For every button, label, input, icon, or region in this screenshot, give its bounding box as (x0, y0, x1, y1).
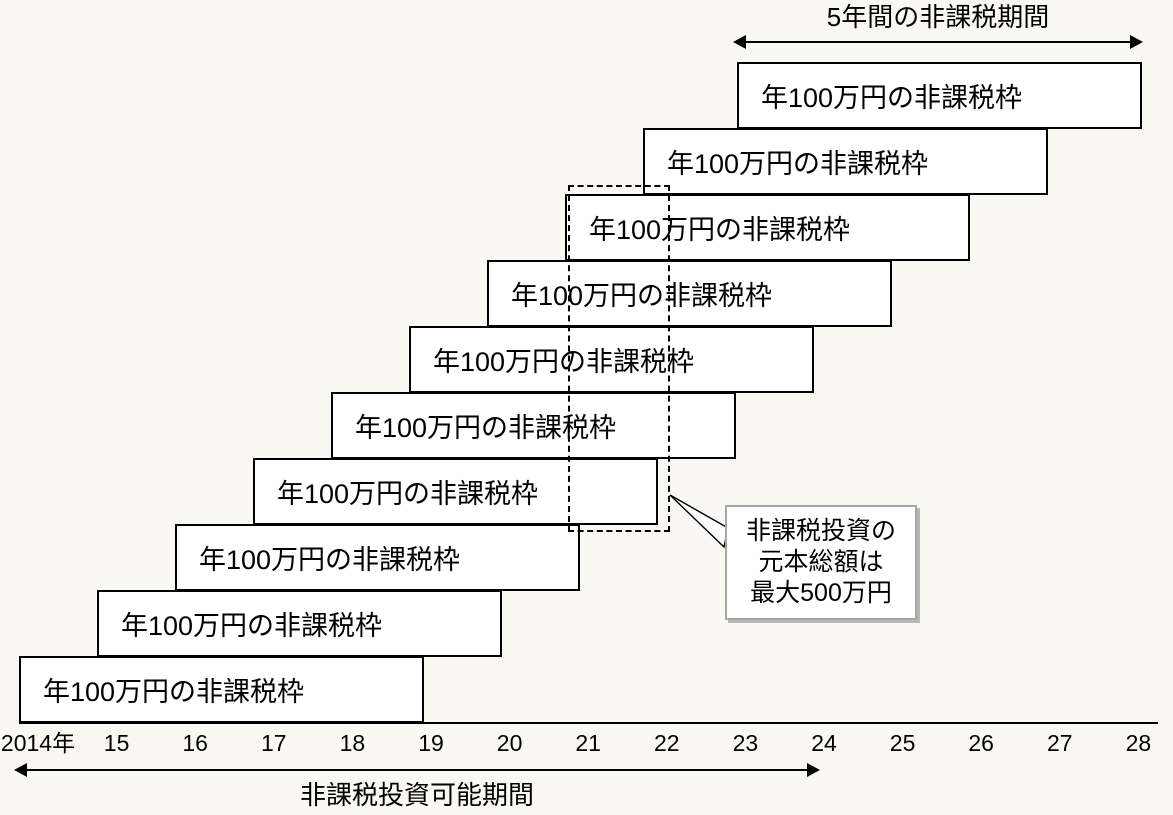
axis-tick-label: 15 (103, 730, 130, 756)
callout-line-1: 非課税投資の (745, 517, 896, 545)
axis-tick-label: 19 (418, 730, 444, 756)
quota-box-2014: 年100万円の非課税枠 (19, 656, 424, 723)
axis-tick-label: 2014年 (0, 730, 76, 756)
axis-tick-label: 26 (968, 730, 994, 756)
quota-box-label: 年100万円の非課税枠 (433, 347, 695, 377)
axis-tick-label: 18 (339, 730, 366, 756)
quota-box-17: 年100万円の非課税枠 (253, 458, 658, 525)
investable-period-arrow-head-left (14, 763, 27, 777)
quota-box-label: 年100万円の非課税枠 (43, 677, 305, 707)
axis-tick-label: 28 (1125, 730, 1152, 756)
axis-tick-label: 23 (732, 730, 759, 756)
quota-box-22: 年100万円の非課税枠 (643, 128, 1048, 195)
principal-total-callout: 非課税投資の 元本総額は 最大500万円 (725, 505, 917, 620)
timeline-axis (19, 722, 1158, 724)
quota-box-20: 年100万円の非課税枠 (487, 260, 892, 327)
quota-box-label: 年100万円の非課税枠 (355, 413, 617, 443)
axis-tick-label: 24 (811, 730, 837, 756)
quota-box-label: 年100万円の非課税枠 (761, 83, 1023, 113)
investable-period-arrow-head-right (807, 763, 820, 777)
axis-tick-label: 20 (496, 730, 523, 756)
investable-period-label: 非課税投資可能期間 (299, 780, 534, 810)
tax-free-period-arrow-head-right (1130, 35, 1143, 49)
quota-box-label: 年100万円の非課税枠 (199, 545, 461, 575)
callout-line-3: 最大500万円 (750, 579, 892, 607)
quota-box-21: 年100万円の非課税枠 (565, 194, 970, 261)
tax-free-period-label: 5年間の非課税期間 (826, 2, 1050, 32)
axis-tick-label: 27 (1047, 730, 1073, 756)
quota-box-23: 年100万円の非課税枠 (737, 62, 1142, 129)
axis-tick-label: 25 (889, 730, 916, 756)
tax-free-period-arrow-head-left (733, 35, 746, 49)
quota-box-label: 年100万円の非課税枠 (589, 215, 851, 245)
callout-line-2: 元本総額は (758, 548, 884, 576)
axis-tick-label: 21 (575, 730, 601, 756)
quota-box-label: 年100万円の非課税枠 (511, 281, 773, 311)
quota-box-16: 年100万円の非課税枠 (175, 524, 580, 591)
axis-tick-label: 17 (261, 730, 287, 756)
quota-box-15: 年100万円の非課税枠 (97, 590, 502, 657)
tax-free-period-arrow-line (746, 41, 1130, 43)
axis-tick-label: 16 (182, 730, 208, 756)
principal-total-highlight-rect (568, 185, 670, 532)
quota-box-label: 年100万円の非課税枠 (277, 479, 539, 509)
quota-box-18: 年100万円の非課税枠 (331, 392, 736, 459)
timeline-axis-labels: 2014年 15 16 17 18 19 20 21 22 23 24 25 26 27 28 (0, 729, 1173, 757)
quota-box-19: 年100万円の非課税枠 (409, 326, 814, 393)
quota-box-label: 年100万円の非課税枠 (667, 149, 929, 179)
quota-box-label: 年100万円の非課税枠 (121, 611, 383, 641)
investable-period-arrow-line (27, 769, 807, 771)
axis-tick-label: 22 (654, 730, 680, 756)
